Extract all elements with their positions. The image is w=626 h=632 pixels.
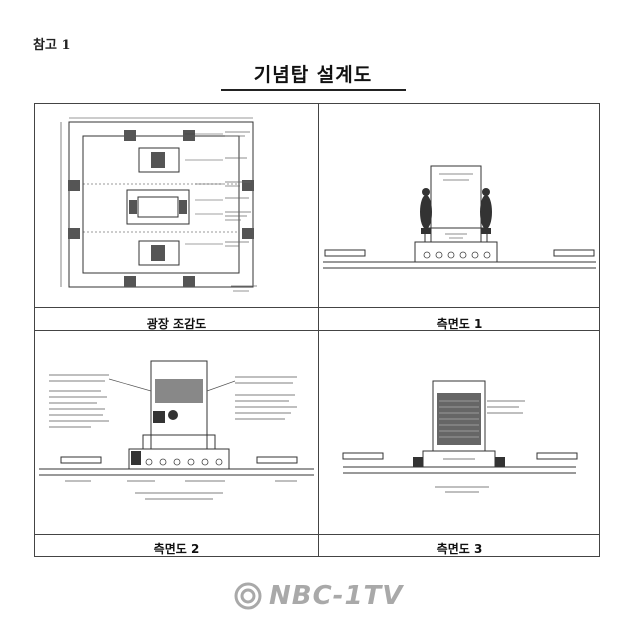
caption-side-elevation-2: 측면도 2 [153, 542, 200, 556]
caption-side-elevation-1: 측면도 1 [436, 317, 483, 331]
drawing-grid: 광장 조감도 측면도 1 측면도 2 측면도 3 [34, 103, 600, 557]
grid-divider [35, 307, 599, 308]
plaza-plan-drawing [35, 104, 318, 307]
caption-side-elevation-3: 측면도 3 [436, 542, 483, 556]
reference-label: 참고 1 [33, 38, 71, 53]
broadcaster-logo-icon [234, 582, 262, 610]
page-title: 기념탑 설계도 [253, 64, 373, 86]
grid-divider [35, 534, 599, 535]
broadcaster-watermark: NBC-1TV [231, 580, 403, 612]
side-elevation-3-drawing [319, 331, 600, 534]
side-elevation-2-drawing [35, 331, 318, 534]
title-underline [221, 89, 406, 91]
side-elevation-1-drawing [319, 104, 600, 307]
grid-divider [35, 330, 599, 331]
caption-plaza-plan: 광장 조감도 [146, 317, 207, 331]
watermark-text: NBC-1TV [269, 581, 404, 611]
